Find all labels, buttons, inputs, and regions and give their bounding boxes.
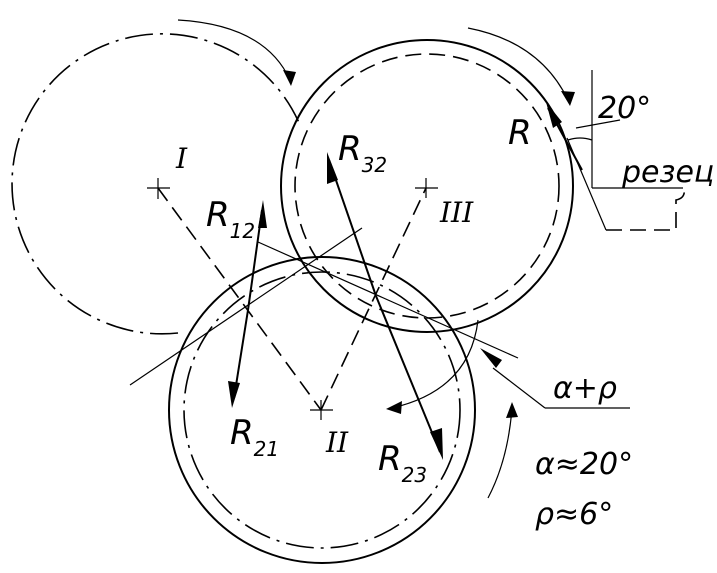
cutter-body-outline <box>606 187 686 231</box>
rotation-arrow-gear-i <box>177 19 291 81</box>
force-r23-shaft <box>375 295 441 453</box>
rotation-arrowhead-gear-i <box>283 70 296 86</box>
cutter-angle-tick <box>575 119 621 129</box>
gear-iii-outer-circle <box>280 39 574 333</box>
label-r12: R12 <box>206 195 255 243</box>
gear-ii-label: II <box>325 426 349 459</box>
cutter <box>566 70 686 231</box>
gear-iii <box>280 39 574 333</box>
gear-i-pitch-circle <box>11 33 301 335</box>
gear-ii <box>168 256 476 564</box>
force-r23-arrowhead <box>430 428 443 460</box>
force-r12-arrowhead <box>258 200 267 228</box>
rotation-arrowhead-gear-ii-outer <box>506 402 518 418</box>
force-r32-arrowhead <box>327 152 338 184</box>
gear-i-label: I <box>175 142 188 175</box>
label-r23: R23 <box>378 439 427 487</box>
label-r21: R21 <box>230 413 279 461</box>
center-line-ii-iii <box>320 187 427 411</box>
rotation-arrowhead-gear-iii <box>561 91 575 106</box>
cutter-angle-arc <box>567 137 593 141</box>
cutter-edge <box>566 137 607 231</box>
label-r: R <box>508 113 532 153</box>
tangent-line-ii-iii <box>257 241 519 359</box>
alpha-value-label: α≈20° <box>535 447 633 482</box>
gear-ii-pitch-circle <box>183 271 461 549</box>
rotation-arrowhead-gear-ii <box>386 401 402 414</box>
rho-value-label: ρ≈6° <box>535 497 613 532</box>
gear-ii-outer-circle <box>168 256 476 564</box>
rotation-arrow-gear-ii <box>391 319 479 409</box>
alpha-rho-label: α+ρ <box>553 371 617 406</box>
rotation-arrow-gear-iii <box>467 27 569 101</box>
gear-iii-pitch-circle <box>294 53 560 319</box>
force-r21-arrowhead <box>228 381 240 408</box>
label-r32: R32 <box>338 129 387 177</box>
leader-line-alpha-rho <box>492 367 546 409</box>
tangent-line-i-ii <box>129 227 363 386</box>
rotation-arrows <box>177 19 575 499</box>
force-r32-shaft <box>328 159 377 297</box>
center-lines <box>157 187 427 411</box>
center-line-i-ii <box>157 187 322 411</box>
rotation-arrow-gear-ii-outer <box>487 407 513 499</box>
cutter-angle-label: 20° <box>598 91 651 126</box>
cutter-label: резец <box>621 155 714 190</box>
force-ii-iii-contact-arrowhead <box>480 348 502 368</box>
gear-i <box>11 33 301 335</box>
gear-iii-label: III <box>439 196 474 229</box>
force-r-arrowhead <box>546 102 562 128</box>
